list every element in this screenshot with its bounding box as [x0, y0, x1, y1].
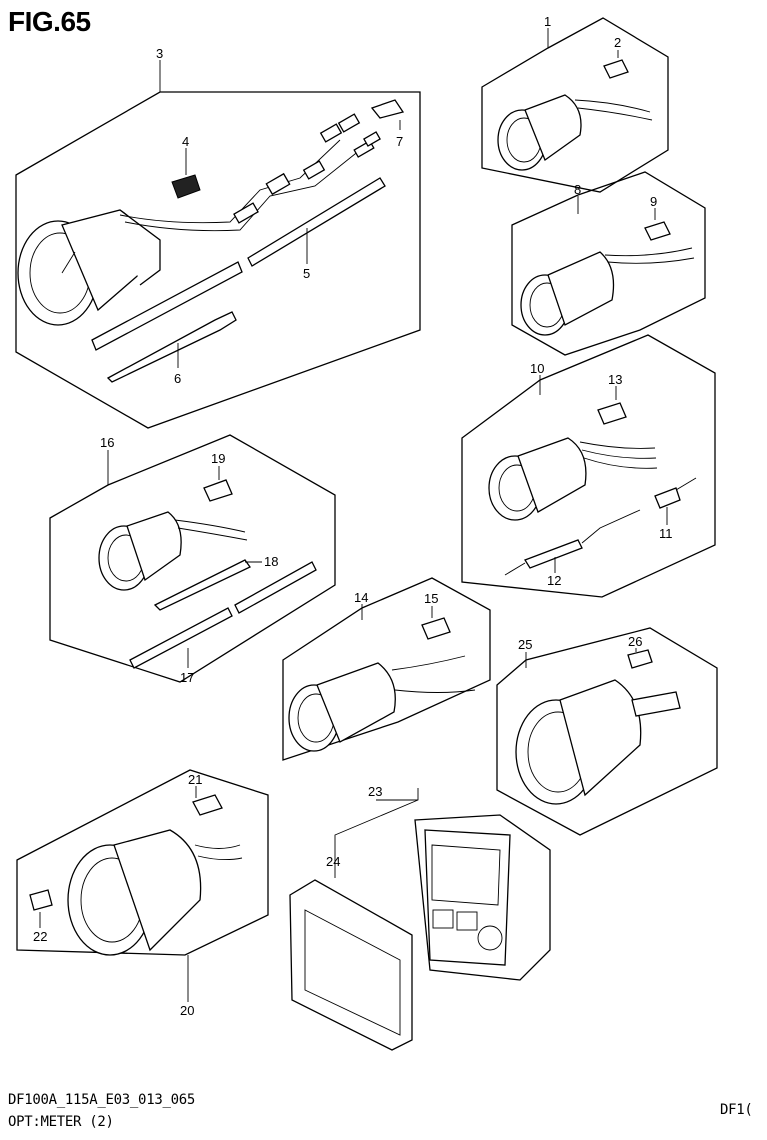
part-26-bulb — [627, 649, 653, 669]
callout-22: 22 — [33, 929, 47, 944]
callout-17: 17 — [180, 670, 194, 685]
callout-9: 9 — [650, 194, 657, 209]
callout-1: 1 — [544, 14, 551, 29]
group-23-display: 23 24 — [289, 784, 551, 1051]
figure-title: FIG.65 — [8, 6, 91, 37]
part-13-bulb — [597, 402, 627, 425]
callout-25: 25 — [518, 637, 532, 652]
group-10-outline — [461, 334, 716, 598]
callout-13: 13 — [608, 372, 622, 387]
callout-3: 3 — [156, 46, 163, 61]
part-24-bezel — [289, 879, 413, 1051]
group-8-outline — [511, 171, 706, 356]
callout-2: 2 — [614, 35, 621, 50]
callout-7: 7 — [396, 134, 403, 149]
callout-21: 21 — [188, 772, 202, 787]
part-12-wire-harness — [524, 539, 583, 569]
callout-26: 26 — [628, 634, 642, 649]
callout-18: 18 — [264, 554, 278, 569]
group-16-meter-kit: 16 19 18 17 — [49, 434, 336, 685]
callout-20: 20 — [180, 1003, 194, 1018]
part-9-bulb — [644, 221, 671, 241]
callout-24: 24 — [326, 854, 340, 869]
group-1-outline — [481, 17, 669, 193]
footer-code: DF100A_115A_E03_013_065 — [8, 1092, 195, 1108]
part-22-bulb — [29, 889, 53, 911]
group-10-meter-kit: 10 13 11 12 — [461, 334, 716, 598]
part-6-cable-tie — [106, 311, 237, 383]
footer-name: OPT:METER (2) — [8, 1114, 114, 1130]
callout-19: 19 — [211, 451, 225, 466]
group-14-outline — [282, 577, 491, 761]
part-7-bulb — [370, 99, 405, 119]
part-21-bulb — [192, 794, 223, 816]
part-19-bulb — [203, 479, 233, 502]
group-1-meter: 1 2 — [481, 14, 669, 193]
group-3-meter-kit: 3 4 7 5 6 — [15, 46, 421, 429]
group-20-outline — [16, 769, 269, 956]
part-18-cable-tie — [153, 559, 251, 611]
part-4-bulb — [171, 174, 201, 199]
part-15-bulb — [421, 617, 451, 640]
callout-4: 4 — [182, 134, 189, 149]
group-25-meter: 25 26 — [496, 627, 718, 836]
group-25-outline — [496, 627, 718, 836]
callout-5: 5 — [303, 266, 310, 281]
callout-12: 12 — [547, 573, 561, 588]
callout-8: 8 — [574, 182, 581, 197]
callout-10: 10 — [530, 361, 544, 376]
callout-16: 16 — [100, 435, 114, 450]
group-8-meter: 8 9 — [511, 171, 706, 356]
callout-6: 6 — [174, 371, 181, 386]
part-17-tube — [129, 607, 233, 669]
callout-14: 14 — [354, 590, 368, 605]
callout-11: 11 — [659, 526, 673, 541]
part-5-tube — [91, 261, 243, 351]
group-16-outline — [49, 434, 336, 683]
part-11-connector — [654, 487, 681, 509]
group-20-meter: 21 22 20 — [16, 769, 269, 1018]
callout-23: 23 — [368, 784, 382, 799]
part-2-bulb — [603, 59, 629, 79]
footer-corner: DF1( — [720, 1102, 753, 1118]
group-14-meter: 14 15 — [282, 577, 491, 761]
callout-15: 15 — [424, 591, 438, 606]
